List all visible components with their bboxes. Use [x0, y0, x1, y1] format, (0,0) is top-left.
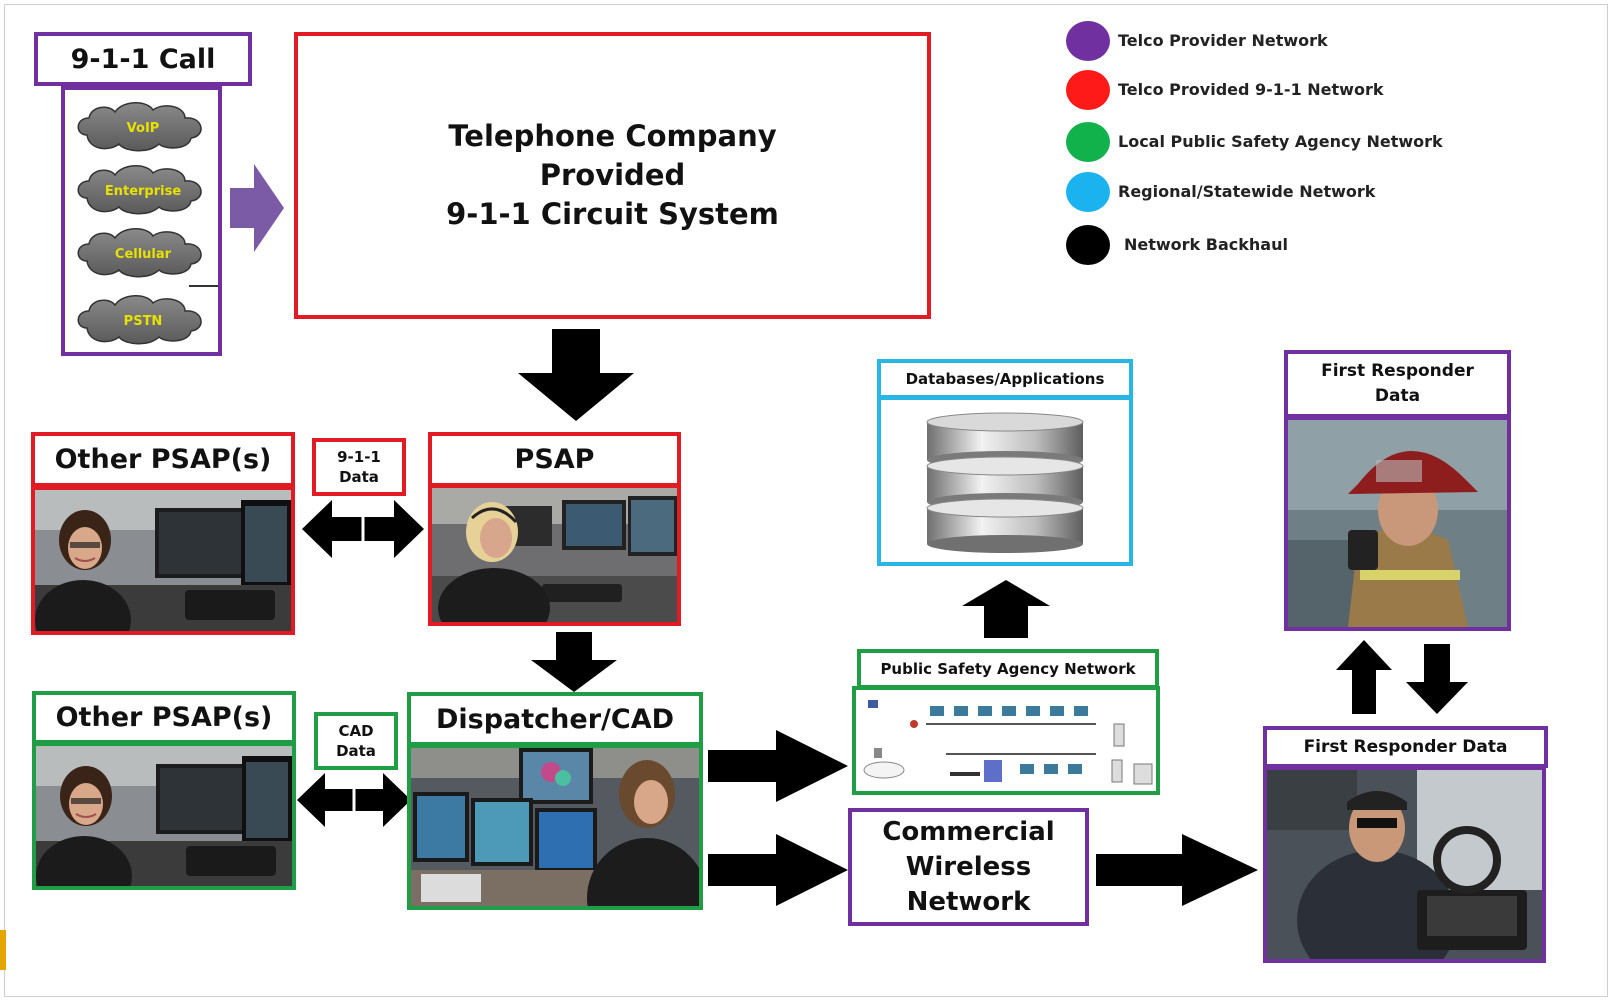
other-psap-green-title: Other PSAP(s) [55, 702, 273, 733]
psap-photo [428, 484, 681, 626]
commercial-line-1: Commercial [882, 816, 1055, 847]
arrow-down-psap-dispatcher [531, 632, 617, 692]
cloud-cellular-label: Cellular [115, 247, 172, 262]
database-icon [926, 412, 1084, 553]
legend-label-backhaul: Network Backhaul [1124, 235, 1288, 254]
arrow-dispatcher-to-commercial [708, 834, 848, 906]
databases-title-box: Databases/Applications [877, 359, 1133, 399]
call-title-box: 9-1-1 Call [34, 32, 252, 86]
psap-operator-photo [432, 488, 677, 622]
telco-line-1: Telephone Company [448, 119, 777, 153]
firefighter-photo [1288, 420, 1507, 627]
other-psap-red-title: Other PSAP(s) [54, 444, 272, 475]
double-arrow-psap-exchange [302, 500, 424, 558]
cloud-enterprise-label: Enterprise [105, 184, 181, 199]
call-source-clouds: VoIP Enterprise Cellular PSTN [77, 102, 218, 345]
first-responder-top-line-1: First Responder [1321, 361, 1474, 381]
first-responder-bottom-title: First Responder Data [1303, 737, 1508, 757]
commercial-line-2: Wireless [905, 851, 1032, 882]
arrow-up-to-responder-top [1336, 640, 1392, 714]
psan-title: Public Safety Agency Network [880, 660, 1136, 678]
officer-in-vehicle-photo [1267, 770, 1542, 959]
double-arrow-cad-exchange [297, 773, 411, 827]
databases-title: Databases/Applications [905, 370, 1105, 388]
call-taker-photo-2 [36, 746, 292, 886]
dispatcher-title-box: Dispatcher/CAD [407, 692, 703, 746]
legend-dot-backhaul [1066, 225, 1110, 265]
psan-panel [852, 686, 1160, 795]
commercial-line-3: Network [906, 886, 1031, 917]
data-911-line-2: Data [339, 468, 379, 486]
psan-title-box: Public Safety Agency Network [857, 649, 1159, 689]
first-responder-top-line-2: Data [1374, 386, 1421, 406]
legend-label-telco-911: Telco Provided 9-1-1 Network [1118, 80, 1384, 99]
data-911-box: 9-1-1 Data [312, 438, 406, 496]
call-sources-panel: VoIP Enterprise Cellular PSTN [61, 86, 222, 356]
telco-circuit-box: Telephone Company Provided 9-1-1 Circuit… [294, 32, 931, 319]
commercial-wireless-box: Commercial Wireless Network [848, 808, 1089, 926]
legend-dot-telco-provider [1066, 21, 1110, 61]
legend-dot-regional [1066, 172, 1110, 212]
dispatcher-photo [407, 744, 703, 910]
other-psap-green-title-box: Other PSAP(s) [32, 691, 296, 744]
network-topology-icon [856, 690, 1156, 791]
legend-dot-local-public-safety [1066, 122, 1110, 162]
legend-label-telco-provider: Telco Provider Network [1118, 31, 1328, 50]
psap-title-box: PSAP [428, 432, 681, 487]
cloud-pstn-label: PSTN [124, 314, 163, 329]
first-responder-top-photo [1284, 416, 1511, 631]
cad-data-line-2: Data [336, 742, 376, 760]
data-911-line-1: 9-1-1 [337, 448, 381, 466]
dispatcher-title: Dispatcher/CAD [435, 703, 675, 735]
databases-panel [877, 396, 1133, 566]
first-responder-top-title-box: First Responder Data [1284, 350, 1511, 418]
dispatcher-console-photo [411, 748, 699, 906]
cloud-enterprise: Enterprise [77, 165, 202, 215]
other-psap-green-photo [32, 742, 296, 890]
arrow-up-psan-databases [962, 580, 1050, 638]
telco-line-2: Provided [539, 158, 686, 192]
arrow-down-to-responder-bottom [1406, 644, 1468, 714]
cloud-voip-label: VoIP [127, 121, 160, 136]
first-responder-bottom-title-box: First Responder Data [1263, 726, 1548, 768]
other-psap-red-title-box: Other PSAP(s) [31, 432, 295, 487]
cloud-cellular: Cellular [77, 228, 202, 278]
cad-data-line-1: CAD [338, 722, 374, 740]
legend-label-regional: Regional/Statewide Network [1118, 182, 1376, 201]
call-taker-photo [35, 490, 291, 631]
call-title: 9-1-1 Call [70, 43, 216, 75]
diagram-frame [4, 4, 1608, 997]
arrow-down-telco-psap [518, 329, 634, 421]
legend-dot-telco-911 [1066, 70, 1110, 110]
first-responder-bottom-photo [1263, 766, 1546, 963]
cad-data-box: CAD Data [314, 712, 398, 770]
legend-label-local-public-safety: Local Public Safety Agency Network [1118, 132, 1443, 151]
purple-arrow-right [230, 164, 284, 252]
cloud-pstn: PSTN [77, 295, 202, 345]
arrow-dispatcher-to-psan [708, 730, 848, 802]
psap-title: PSAP [514, 444, 595, 475]
arrow-commercial-to-responder [1096, 834, 1258, 906]
telco-line-3: 9-1-1 Circuit System [446, 197, 779, 231]
cloud-voip: VoIP [77, 102, 202, 152]
other-psap-red-photo [31, 486, 295, 635]
edge-mark [0, 930, 6, 970]
